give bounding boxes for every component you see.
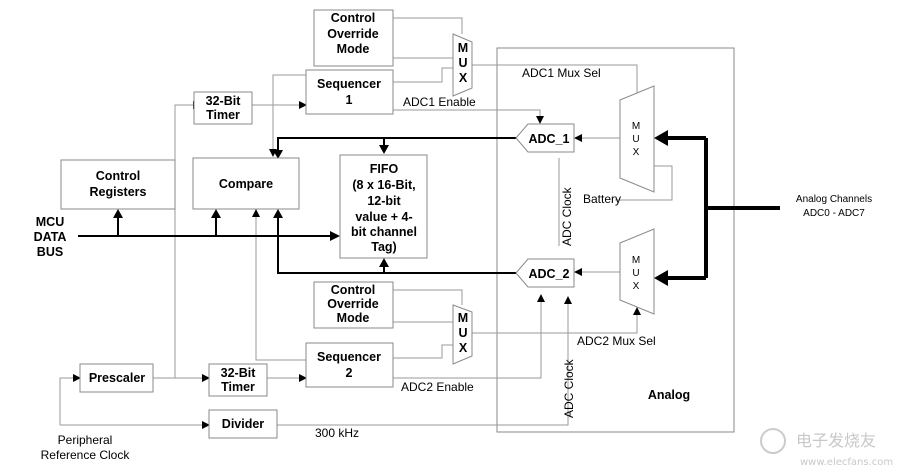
svg-text:U: U bbox=[632, 268, 639, 279]
clock-300khz-label: 300 kHz bbox=[315, 426, 359, 440]
svg-text:Sequencer: Sequencer bbox=[317, 77, 381, 91]
data-bus-arrowheads bbox=[113, 145, 389, 267]
svg-text:32-Bit: 32-Bit bbox=[221, 366, 257, 380]
svg-text:2: 2 bbox=[346, 366, 353, 380]
svg-text:(8 x 16-Bit,: (8 x 16-Bit, bbox=[352, 178, 415, 192]
svg-text:Sequencer: Sequencer bbox=[317, 350, 381, 364]
svg-text:1: 1 bbox=[346, 93, 353, 107]
svg-text:Compare: Compare bbox=[219, 177, 273, 191]
adc-2-block: ADC_2 bbox=[515, 258, 575, 288]
analog-region-label: Analog bbox=[648, 388, 690, 402]
svg-text:电子发烧友: 电子发烧友 bbox=[796, 431, 876, 450]
analog-region bbox=[496, 47, 735, 433]
divider-block: Divider bbox=[208, 409, 278, 439]
svg-text:M: M bbox=[632, 121, 640, 132]
svg-text:Mode: Mode bbox=[337, 42, 370, 56]
adc2-mux-sel-label: ADC2 Mux Sel bbox=[577, 334, 656, 348]
control-override-block-top: Control Override Mode bbox=[313, 9, 394, 67]
timer-2-block: 32-Bit Timer bbox=[208, 363, 268, 397]
control-registers-block: Control Registers bbox=[60, 159, 176, 210]
mcu-data-bus-label-3: BUS bbox=[37, 245, 63, 259]
analog-channels-label-1: Analog Channels bbox=[796, 194, 872, 205]
svg-text:X: X bbox=[459, 71, 468, 85]
fifo-block: FIFO (8 x 16-Bit, 12-bit value + 4- bit … bbox=[339, 154, 428, 259]
control-override-block-bottom: Control Override Mode bbox=[313, 281, 394, 329]
svg-text:ADC_1: ADC_1 bbox=[529, 132, 570, 146]
adc1-mux-sel-label: ADC1 Mux Sel bbox=[522, 66, 601, 80]
timer-1-block: 32-Bit Timer bbox=[193, 91, 253, 125]
svg-text:U: U bbox=[458, 326, 467, 340]
svg-text:X: X bbox=[633, 281, 640, 292]
svg-text:Override: Override bbox=[327, 27, 378, 41]
svg-text:www.elecfans.com: www.elecfans.com bbox=[800, 457, 893, 468]
mux-bottom: M U X bbox=[452, 304, 473, 365]
mux-top: M U X bbox=[452, 33, 473, 97]
svg-text:Control: Control bbox=[331, 11, 375, 25]
svg-text:Tag): Tag) bbox=[371, 240, 396, 254]
prescaler-block: Prescaler bbox=[79, 363, 154, 393]
data-bus-lines bbox=[78, 137, 516, 274]
svg-text:32-Bit: 32-Bit bbox=[206, 94, 242, 108]
svg-text:U: U bbox=[632, 134, 639, 145]
sequencer-1-block: Sequencer 1 bbox=[305, 69, 394, 115]
peripheral-clock-label-1: Peripheral bbox=[58, 433, 113, 447]
signal-wires bbox=[59, 17, 673, 426]
svg-text:bit channel: bit channel bbox=[351, 225, 417, 239]
svg-text:Override: Override bbox=[327, 297, 378, 311]
svg-text:ADC_2: ADC_2 bbox=[529, 267, 570, 281]
svg-text:X: X bbox=[633, 147, 640, 158]
svg-text:U: U bbox=[458, 56, 467, 70]
svg-text:Registers: Registers bbox=[90, 185, 147, 199]
svg-text:Control: Control bbox=[331, 283, 375, 297]
svg-text:M: M bbox=[632, 255, 640, 266]
adc-1-block: ADC_1 bbox=[515, 123, 575, 153]
battery-label: Battery bbox=[583, 192, 621, 206]
mcu-data-bus-label-1: MCU bbox=[36, 215, 64, 229]
compare-block: Compare bbox=[192, 157, 300, 210]
watermark: 电子发烧友 www.elecfans.com bbox=[760, 428, 893, 468]
peripheral-clock-label-2: Reference Clock bbox=[41, 448, 131, 462]
adc1-enable-label: ADC1 Enable bbox=[403, 95, 476, 109]
svg-text:M: M bbox=[458, 41, 468, 55]
analog-channels-label-2: ADC0 - ADC7 bbox=[803, 208, 865, 219]
svg-text:M: M bbox=[458, 311, 468, 325]
svg-text:Timer: Timer bbox=[206, 108, 240, 122]
sequencer-2-block: Sequencer 2 bbox=[305, 342, 394, 388]
svg-text:Timer: Timer bbox=[221, 380, 255, 394]
svg-text:Prescaler: Prescaler bbox=[89, 371, 145, 385]
svg-text:Control: Control bbox=[96, 169, 140, 183]
svg-text:value + 4-: value + 4- bbox=[355, 210, 412, 224]
mcu-data-bus-label-2: DATA bbox=[34, 230, 67, 244]
svg-text:X: X bbox=[459, 341, 468, 355]
analog-mux-1: M U X bbox=[619, 85, 655, 193]
adc-clock-label-1: ADC Clock bbox=[560, 186, 574, 246]
adc-clock-label-2: ADC Clock bbox=[562, 358, 576, 418]
svg-text:FIFO: FIFO bbox=[370, 162, 399, 176]
svg-text:Divider: Divider bbox=[222, 417, 265, 431]
adc2-enable-label: ADC2 Enable bbox=[401, 380, 474, 394]
analog-mux-2: M U X bbox=[619, 228, 655, 315]
svg-text:Mode: Mode bbox=[337, 311, 370, 325]
svg-text:12-bit: 12-bit bbox=[367, 194, 401, 208]
analog-channel-bus bbox=[654, 130, 780, 286]
